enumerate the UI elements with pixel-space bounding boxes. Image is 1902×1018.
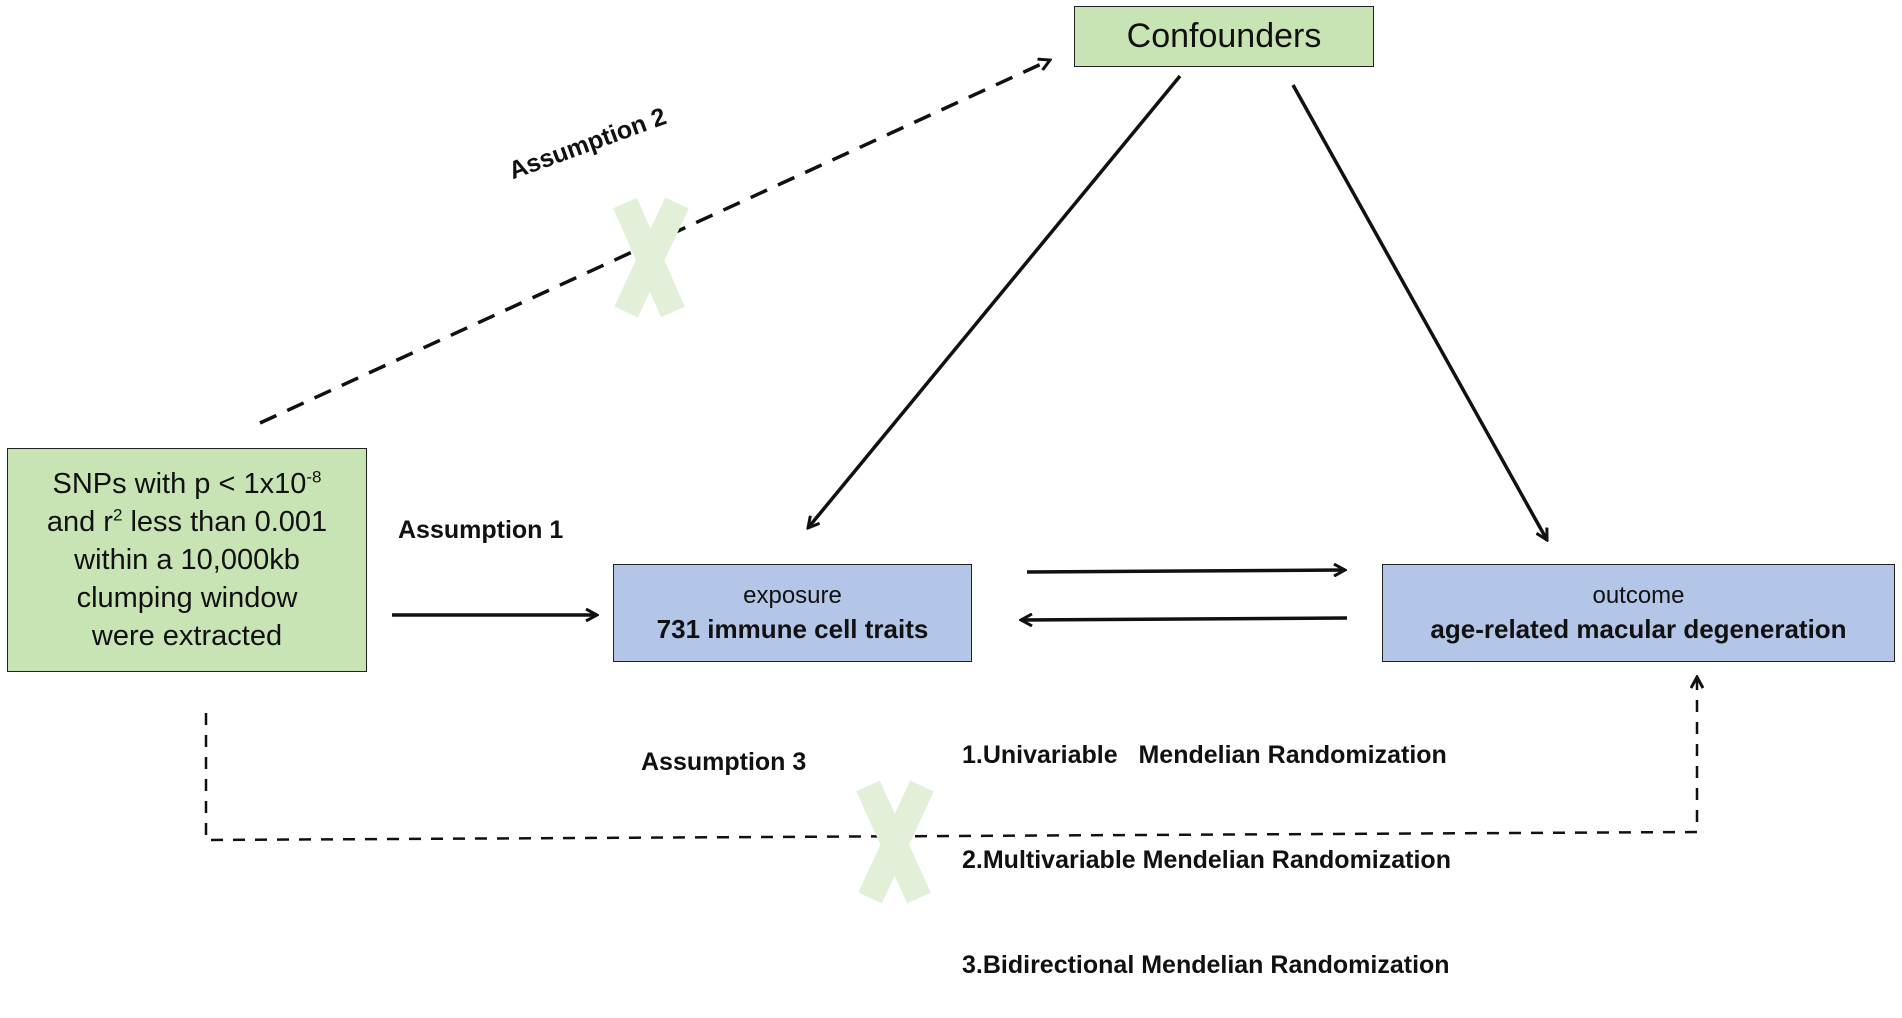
snps-exponent: -8 <box>306 467 322 487</box>
exposure-node: exposure 731 immune cell traits <box>613 564 972 662</box>
edge-outcome-to-exposure <box>1021 618 1348 620</box>
outcome-label: outcome <box>1592 582 1685 609</box>
exposure-name: 731 immune cell traits <box>656 614 929 644</box>
snps-line-1-text: SNPs with p < 1x10 <box>52 468 307 500</box>
blocked-x-mark-assumption-3 <box>856 780 934 904</box>
assumption-3-label: Assumption 3 <box>641 748 807 776</box>
snps-line-5: were extracted <box>91 620 283 652</box>
outcome-name: age-related macular degeneration <box>1430 614 1847 644</box>
method-item: 1.Univariable Mendelian Randomization <box>962 741 1447 769</box>
blocked-x-mark-assumption-2 <box>613 197 689 318</box>
confounders-label: Confounders <box>1126 17 1322 55</box>
snps-line-3: within a 10,000kb <box>74 544 300 576</box>
methods-list: 1.Univariable Mendelian Randomization 2.… <box>962 668 1451 1018</box>
method-item: 2.Multivariable Mendelian Randomization <box>962 846 1451 874</box>
edge-confounders-to-exposure <box>808 74 1182 528</box>
assumption-1-label: Assumption 1 <box>398 516 564 544</box>
snps-r-squared-sup: 2 <box>112 505 123 525</box>
snps-line-2-suffix: less than 0.001 <box>122 506 328 538</box>
outcome-node: outcome age-related macular degeneration <box>1382 564 1895 662</box>
snps-line-2-prefix: and r <box>46 506 113 538</box>
exposure-label: exposure <box>743 582 842 609</box>
snps-line-2: and r2 less than 0.001 <box>47 503 327 541</box>
edge-confounders-to-outcome <box>1291 84 1549 540</box>
method-item: 3.Bidirectional Mendelian Randomization <box>962 951 1450 979</box>
snps-line-1: SNPs with p < 1x10-8 <box>52 465 321 503</box>
snps-node: SNPs with p < 1x10-8 and r2 less than 0.… <box>7 448 367 672</box>
confounders-node: Confounders <box>1074 6 1374 67</box>
edge-exposure-to-outcome <box>1026 570 1345 572</box>
snps-line-4: clumping window <box>76 582 298 614</box>
edge-snps-to-outcome-dashed <box>204 677 1697 842</box>
diagram-canvas <box>204 0 1902 904</box>
